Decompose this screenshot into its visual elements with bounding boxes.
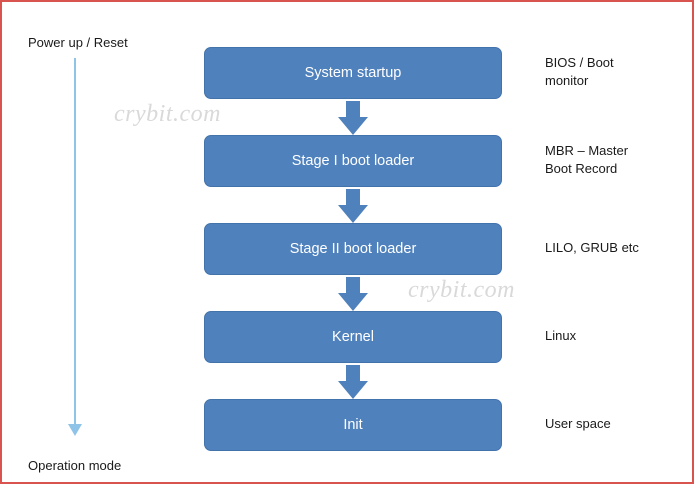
annotation-kernel: Linux [545, 328, 577, 343]
flow-direction-arrow-head [68, 424, 82, 436]
down-arrow-icon-1 [338, 101, 368, 135]
process-box-init: Init [204, 399, 502, 451]
down-arrow-icon-4 [338, 365, 368, 399]
down-arrow-icon-2 [338, 189, 368, 223]
annotation-init: User space [545, 416, 611, 431]
flow-direction-arrow-shaft [74, 58, 76, 426]
down-arrow-icon-3 [338, 277, 368, 311]
watermark-top: crybit.com [114, 101, 221, 127]
annotation-system-startup: BIOS / Boot monitor [545, 55, 614, 88]
annotation-stage-i-boot-loader: MBR – Master Boot Record [545, 143, 629, 176]
power-up-reset-label: Power up / Reset [28, 35, 128, 50]
operation-mode-label: Operation mode [28, 458, 122, 473]
process-box-stage-ii-boot-loader: Stage II boot loader [204, 223, 502, 275]
process-box-stage-i-boot-loader: Stage I boot loader [204, 135, 502, 187]
watermark-bottom: crybit.com [408, 277, 515, 303]
process-box-system-startup: System startup [204, 47, 502, 99]
annotation-stage-ii-boot-loader: LILO, GRUB etc [545, 240, 639, 255]
process-box-kernel: Kernel [204, 311, 502, 363]
